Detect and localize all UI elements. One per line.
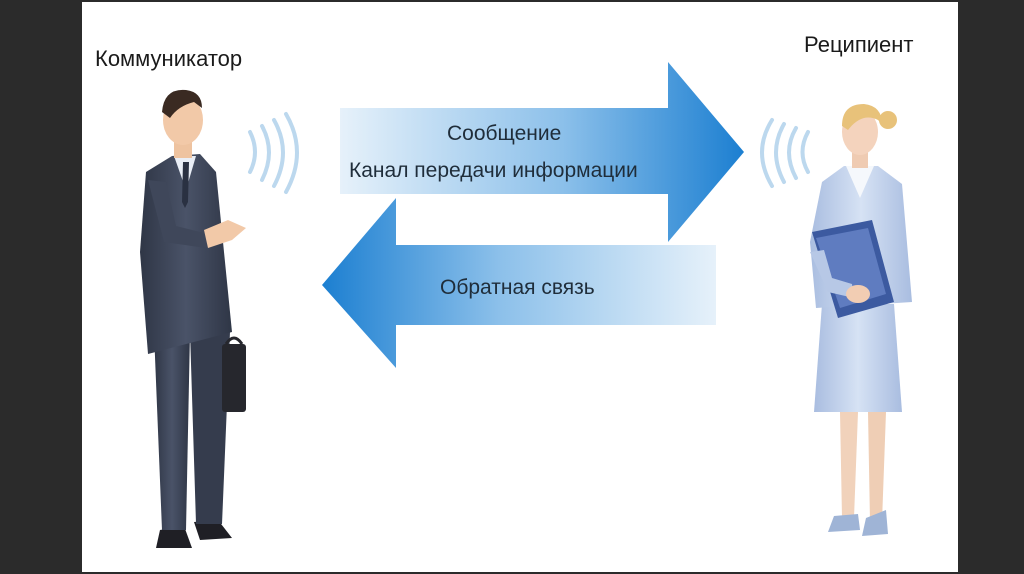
sound-waves-right-icon <box>760 118 810 188</box>
communicator-figure <box>140 89 246 548</box>
feedback-label: Обратная связь <box>440 276 595 299</box>
diagram-artwork <box>140 62 912 548</box>
channel-label: Канал передачи информации <box>349 159 638 182</box>
sound-waves-left-icon <box>248 112 299 194</box>
forward-arrow <box>340 62 744 242</box>
message-label: Сообщение <box>447 122 562 145</box>
recipient-label: Реципиент <box>804 32 914 57</box>
recipient-figure <box>810 104 912 536</box>
communicator-label: Коммуникатор <box>95 46 243 71</box>
slide: Коммуникатор Реципиент Сообщение Канал п… <box>82 2 958 572</box>
feedback-arrow <box>322 198 716 368</box>
